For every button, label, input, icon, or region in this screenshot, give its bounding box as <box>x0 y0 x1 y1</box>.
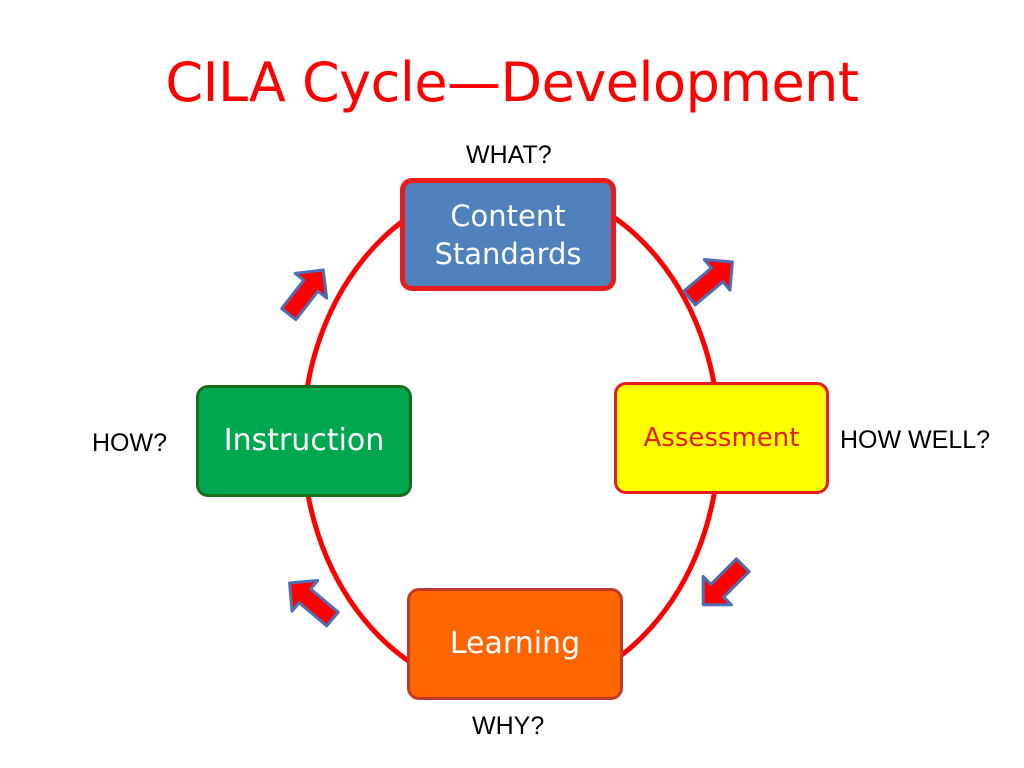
how-question-label: HOW? <box>92 429 167 457</box>
how-well-question-label: HOW WELL? <box>840 426 991 454</box>
arrow-assessment-to-learning <box>701 557 751 607</box>
learning-label: Learning <box>449 626 581 661</box>
instruction-box: Instruction <box>196 385 412 497</box>
learning-box: Learning <box>407 588 623 700</box>
arrow-content-to-assessment <box>682 258 734 307</box>
content-standards-box: Content Standards <box>400 178 616 291</box>
arrow-instruction-to-content <box>280 268 329 322</box>
arrow-learning-to-instruction <box>288 579 340 628</box>
why-question-label: WHY? <box>472 712 545 740</box>
slide-title: CILA Cycle—Development <box>165 51 859 114</box>
what-question-label: WHAT? <box>466 141 552 169</box>
assessment-label: Assessment <box>643 423 800 453</box>
content-standards-label: Content Standards <box>434 198 582 271</box>
instruction-label: Instruction <box>223 423 385 458</box>
assessment-box: Assessment <box>614 382 829 494</box>
